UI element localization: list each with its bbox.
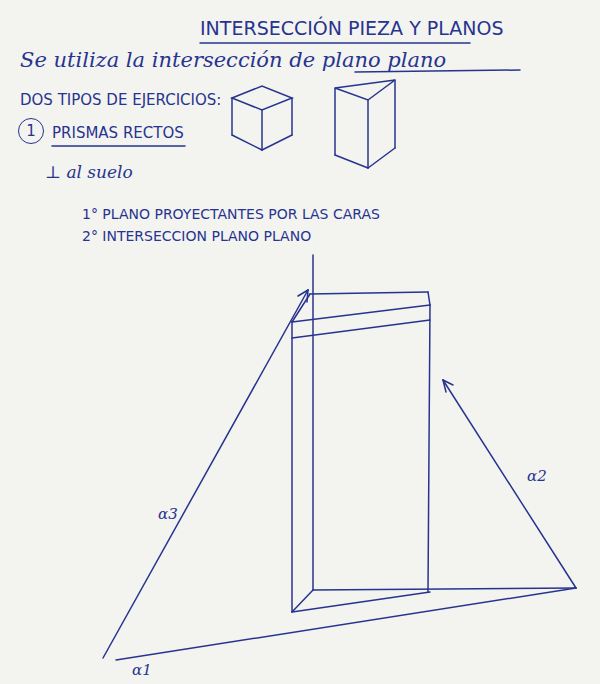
section-heading: PRISMAS RECTOS — [52, 125, 184, 142]
step-text: 2° INTERSECCION PLANO PLANO — [82, 228, 311, 244]
arrow-tick — [298, 290, 308, 296]
title-underline — [200, 42, 470, 44]
small-prism-sketch — [232, 86, 292, 150]
circled-number: 1 — [18, 118, 44, 144]
step-text: 1° PLANO PROYECTANTES POR LAS CARAS — [82, 206, 380, 222]
arrow-tick — [443, 380, 453, 385]
trace-label: α2 — [527, 468, 547, 485]
underline — [52, 145, 185, 147]
note-text: DOS TIPOS DE EJERCICIOS: — [20, 92, 221, 109]
prism — [292, 292, 430, 612]
trace-alpha2 — [443, 380, 576, 588]
ground-line — [313, 588, 576, 590]
vertical-axis — [312, 255, 314, 590]
note-text: Se utiliza la intersección de plano plan… — [20, 48, 446, 72]
trace-label: α3 — [158, 506, 178, 523]
trace-alpha3 — [103, 290, 308, 658]
arrow-tick — [307, 290, 308, 302]
small-prism-sketch — [335, 80, 395, 168]
note-text: ⊥ al suelo — [45, 163, 133, 183]
trace-label: α1 — [132, 662, 152, 679]
page-title: INTERSECCIÓN PIEZA Y PLANOS — [200, 18, 504, 40]
callout-number: 1 — [26, 124, 36, 139]
trace-alpha1 — [116, 588, 576, 660]
